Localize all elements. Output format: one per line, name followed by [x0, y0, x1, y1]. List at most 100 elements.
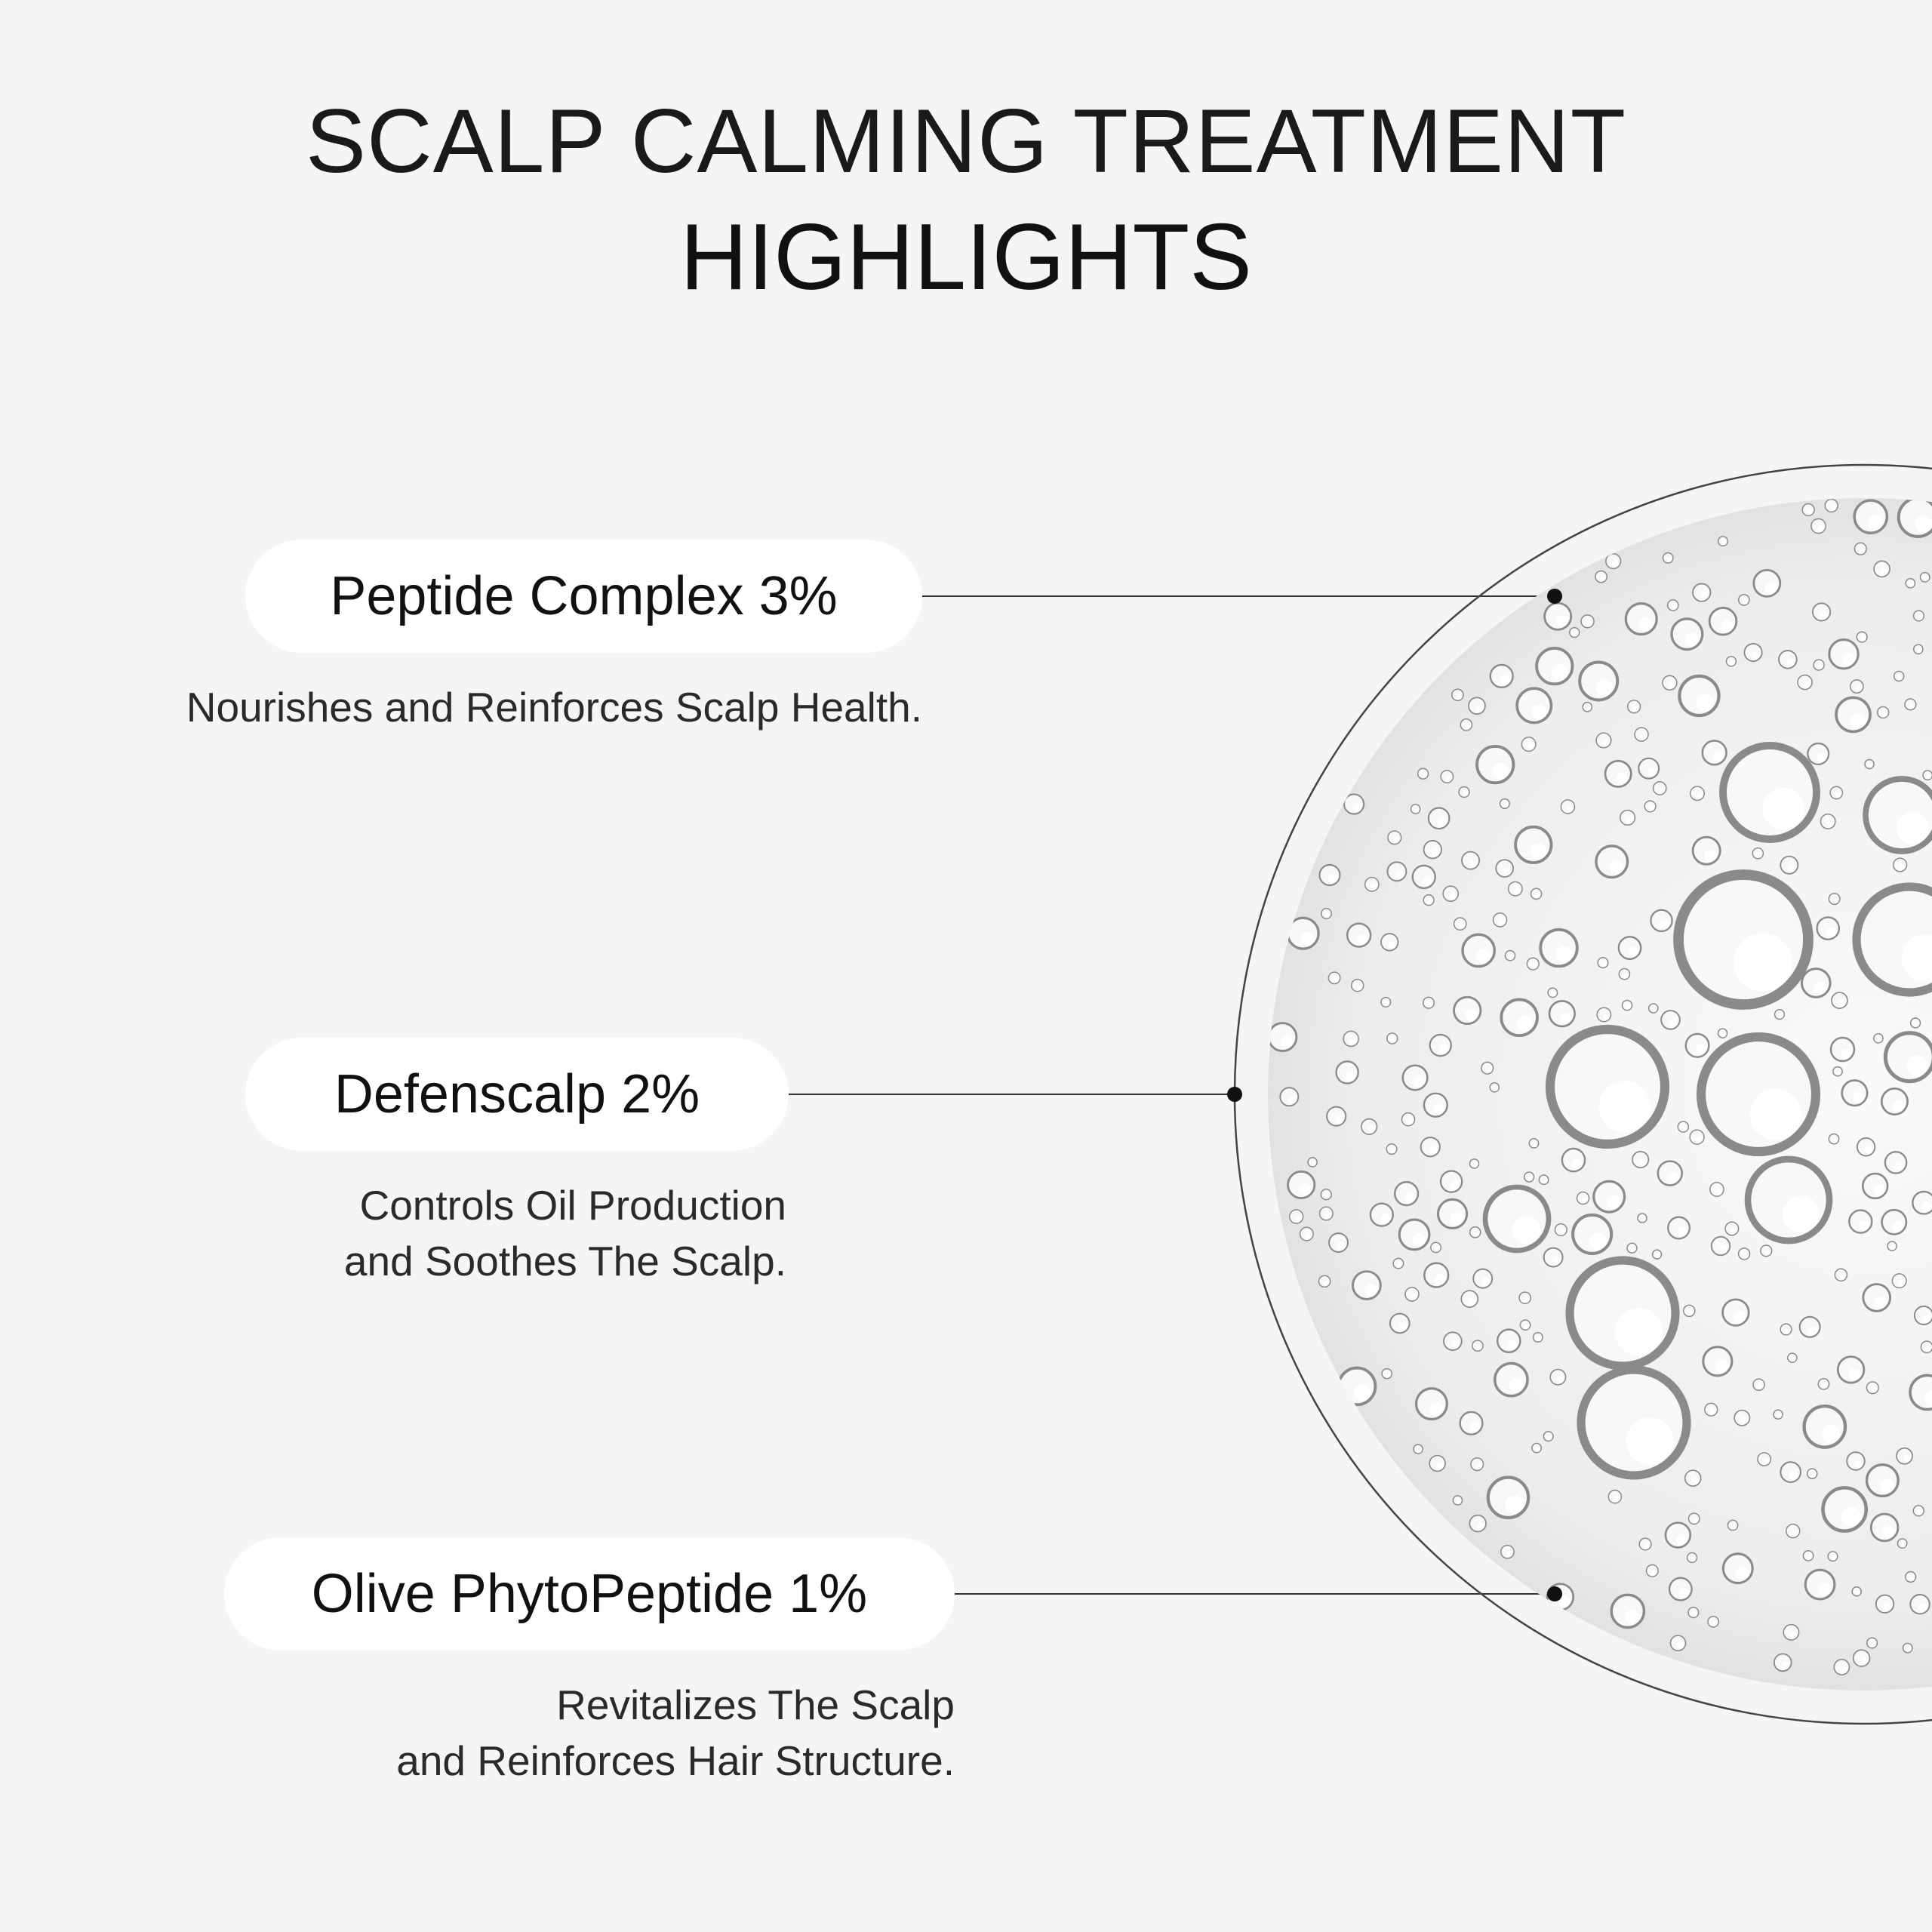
- droplet-highlight: [1696, 1136, 1703, 1143]
- description-line: and Reinforces Hair Structure.: [396, 1737, 955, 1784]
- water-droplet: [1523, 1171, 1535, 1183]
- water-droplet: [1429, 1454, 1446, 1472]
- droplet-highlight: [1300, 931, 1315, 946]
- water-droplet: [1607, 1489, 1623, 1504]
- droplet-highlight: [1860, 1657, 1868, 1665]
- water-droplet: [1460, 718, 1473, 731]
- droplet-highlight: [1762, 787, 1805, 830]
- droplet-highlight: [1280, 1035, 1294, 1048]
- droplet-highlight: [1837, 1070, 1841, 1075]
- droplet-highlight: [1758, 1383, 1764, 1389]
- water-droplet: [1504, 949, 1516, 961]
- droplet-highlight: [1531, 703, 1547, 719]
- droplet-highlight: [1882, 1526, 1895, 1539]
- water-droplet: [1386, 861, 1407, 882]
- droplet-highlight: [1927, 774, 1931, 780]
- water-droplet: [1638, 757, 1660, 780]
- water-droplet: [1780, 1461, 1802, 1483]
- droplet-highlight: [1672, 605, 1678, 610]
- droplet-highlight: [1880, 568, 1888, 576]
- droplet-highlight: [1560, 1229, 1566, 1235]
- water-droplet: [1486, 1475, 1531, 1520]
- droplet-highlight: [1494, 1087, 1498, 1091]
- ingredient-pill-olive-phytopeptide: Olive PhytoPeptide 1%: [224, 1537, 955, 1651]
- droplet-highlight: [1349, 1038, 1357, 1045]
- water-droplet: [1909, 1374, 1932, 1411]
- water-droplet: [1884, 1151, 1908, 1174]
- droplet-highlight: [1856, 1591, 1860, 1595]
- droplet-highlight: [1709, 1408, 1716, 1415]
- water-droplet: [1461, 933, 1496, 968]
- droplet-highlight: [1602, 1014, 1610, 1020]
- water-droplet: [1535, 647, 1574, 686]
- water-droplet: [1392, 1257, 1404, 1269]
- droplet-highlight: [1924, 577, 1929, 581]
- water-droplet: [1320, 1189, 1332, 1201]
- water-droplet: [1410, 804, 1421, 814]
- water-droplet: [1327, 971, 1341, 985]
- water-droplet: [1453, 995, 1482, 1026]
- water-droplet: [1352, 1270, 1382, 1300]
- droplet-highlight: [1735, 1567, 1749, 1580]
- droplet-highlight: [1691, 1557, 1696, 1562]
- droplet-highlight: [1925, 1346, 1931, 1352]
- water-droplet: [1660, 1010, 1681, 1030]
- water-droplet: [1420, 1137, 1441, 1158]
- droplet-highlight: [1781, 1661, 1789, 1670]
- droplet-highlight: [1875, 1296, 1887, 1309]
- droplet-highlight: [1434, 1274, 1446, 1285]
- droplet-highlight: [1789, 1631, 1798, 1639]
- water-droplet: [1798, 1315, 1821, 1338]
- water-droplet: [1460, 1290, 1479, 1308]
- droplet-highlight: [1555, 946, 1573, 963]
- droplet-highlight: [1906, 1647, 1912, 1652]
- water-droplet: [1893, 857, 1908, 872]
- droplet-highlight: [1547, 1435, 1552, 1441]
- droplet-highlight: [1638, 617, 1654, 632]
- droplet-highlight: [1598, 1081, 1651, 1133]
- water-droplet: [1662, 675, 1678, 691]
- droplet-highlight: [1915, 515, 1932, 533]
- water-droplet: [1852, 1649, 1871, 1667]
- water-droplet: [1832, 1066, 1843, 1077]
- water-droplet: [1288, 1209, 1304, 1224]
- droplet-highlight: [1677, 1226, 1687, 1237]
- water-droplet: [1774, 1008, 1786, 1020]
- water-droplet: [1547, 987, 1558, 998]
- water-droplet: [1683, 1304, 1696, 1318]
- water-droplet: [1514, 825, 1553, 864]
- droplet-highlight: [1413, 1076, 1425, 1088]
- droplet-highlight: [1715, 1189, 1722, 1195]
- water-droplet: [1691, 835, 1721, 866]
- droplet-highlight: [1626, 817, 1633, 824]
- water-droplet: [1343, 1030, 1359, 1048]
- water-droplet: [1831, 992, 1848, 1009]
- water-droplet: [1797, 674, 1813, 691]
- droplet-highlight: [1417, 1448, 1422, 1453]
- droplet-highlight: [1752, 651, 1760, 660]
- droplet-highlight: [1323, 1281, 1329, 1286]
- droplet-highlight: [1535, 893, 1540, 899]
- water-droplet: [1414, 1387, 1448, 1421]
- water-droplet: [1386, 1143, 1398, 1155]
- droplet-highlight: [1364, 1284, 1377, 1297]
- water-droplet: [1495, 859, 1514, 878]
- water-droplet: [1492, 912, 1508, 928]
- droplet-highlight: [1898, 1280, 1905, 1287]
- water-droplet: [1678, 674, 1721, 718]
- droplet-highlight: [1503, 867, 1512, 875]
- water-droplet: [1343, 793, 1365, 815]
- droplet-highlight: [1840, 1274, 1846, 1280]
- water-droplet: [1757, 1452, 1772, 1466]
- droplet-highlight: [1821, 1424, 1841, 1444]
- water-droplet: [1817, 1377, 1830, 1390]
- droplet-highlight: [1915, 1022, 1919, 1027]
- droplet-highlight: [1414, 808, 1420, 813]
- water-droplet: [1429, 1033, 1452, 1057]
- water-droplet: [1866, 1381, 1879, 1395]
- water-droplet: [1549, 1368, 1567, 1386]
- droplet-highlight: [1586, 620, 1592, 627]
- droplet-highlight: [1614, 1308, 1663, 1355]
- water-droplet: [1913, 1305, 1932, 1326]
- droplet-highlight: [1427, 1002, 1433, 1008]
